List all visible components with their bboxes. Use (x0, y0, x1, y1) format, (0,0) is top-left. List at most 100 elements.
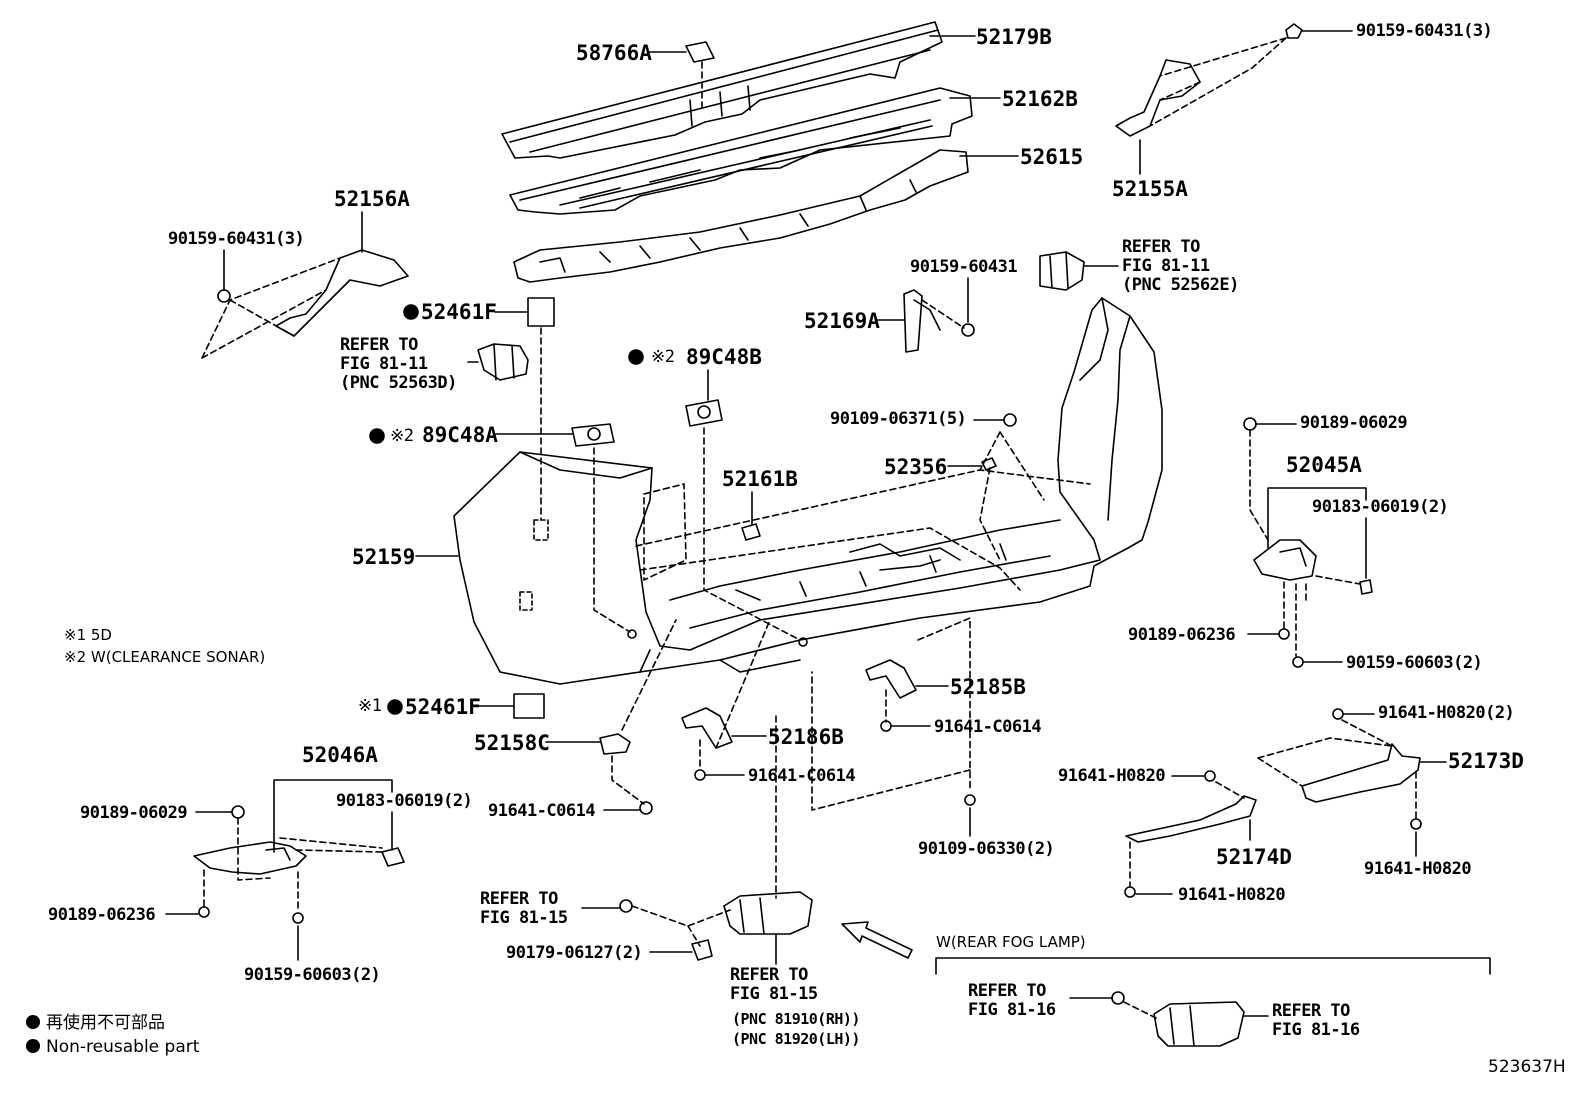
fastener-label: 90109-06371(5) (830, 409, 967, 429)
figure-id: 523637H (1488, 1057, 1566, 1077)
hole (519, 591, 533, 611)
leader (611, 619, 677, 805)
sensor-bracket-52563D-drawing (477, 343, 529, 381)
fastener-label: 90189-06236 (48, 905, 156, 925)
refer-to-label: REFER TO FIG 81-11 (PNC 52563D) (340, 335, 457, 393)
part-label: 52158C (474, 731, 550, 755)
fastener-label: 90159-60603(2) (1346, 653, 1483, 673)
leader (203, 869, 299, 911)
fastener-label: 90189-06029 (80, 803, 188, 823)
bolt (964, 794, 976, 806)
fastener-label: 90189-06029 (1300, 413, 1408, 433)
bolt (1332, 708, 1344, 720)
variant-note: ※2 W(CLEARANCE SONAR) (64, 648, 266, 666)
leader (811, 671, 971, 811)
nut (691, 939, 713, 961)
part-label: 52162B (1002, 87, 1078, 111)
leader (1267, 487, 1367, 549)
part-label: 52174D (1216, 845, 1292, 869)
dot-icon (26, 1039, 40, 1053)
leader (703, 427, 801, 641)
cover-52173D-drawing (1301, 743, 1421, 803)
bolt (694, 769, 706, 781)
retainer-52179B-drawing (501, 21, 943, 159)
bolt (1410, 818, 1422, 830)
leader (1149, 37, 1287, 127)
fastener-label: 91641-H0820 (1058, 766, 1166, 786)
dot-icon (26, 1015, 40, 1029)
marker-label: ※1 (358, 696, 382, 716)
hole (533, 519, 549, 541)
fastener-label: 91641-C0614 (748, 766, 856, 786)
fastener-label: 91641-C0614 (934, 717, 1042, 737)
nut (1359, 579, 1373, 595)
bolt (1204, 770, 1216, 782)
leader (631, 905, 731, 947)
sensor-89C48A-drawing (571, 423, 615, 447)
bolt (880, 720, 892, 732)
bracket-52158C-drawing (599, 733, 631, 755)
leader (237, 817, 271, 881)
fastener-label: 91641-C0614 (488, 801, 596, 821)
fastener-label: 91641-H0820 (1364, 859, 1472, 879)
screw (198, 906, 210, 918)
fastener-label: 90183-06019(2) (1312, 497, 1449, 517)
legend-text-en: Non-reusable part (46, 1037, 200, 1057)
legend-item: 再使用不可部品 (26, 1012, 165, 1034)
rear-fog-lamp-note: W(REAR FOG LAMP) (936, 933, 1086, 951)
bracket-52562E-drawing (1039, 251, 1085, 291)
clip-52161B-drawing (741, 523, 761, 541)
refer-to-label: REFER TO FIG 81-11 (PNC 52562E) (1122, 237, 1239, 295)
leader (1215, 781, 1245, 799)
screw (231, 805, 245, 819)
part-label: 58766A (576, 41, 652, 65)
absorber-52615-drawing (513, 149, 969, 283)
leader (593, 447, 631, 633)
non-reusable-marker (387, 699, 403, 715)
leader (201, 257, 341, 359)
bolt (1111, 991, 1125, 1005)
direction-arrow-icon (841, 921, 913, 959)
leader (935, 957, 1491, 975)
leader (979, 431, 1045, 501)
non-reusable-marker (369, 428, 385, 444)
hole (627, 629, 637, 639)
part-label: 52169A (804, 309, 880, 333)
non-reusable-marker (403, 304, 419, 320)
leader (1249, 429, 1269, 541)
reflector-lamp-drawing (723, 891, 813, 935)
leader (273, 779, 393, 853)
leader (715, 619, 777, 899)
screw (1278, 628, 1290, 640)
bolt (961, 323, 975, 337)
part-label: 52461F (405, 695, 481, 719)
clip-52461F-drawing (513, 693, 545, 719)
fastener-label: 90183-06019(2) (336, 791, 473, 811)
part-label: 52155A (1112, 177, 1188, 201)
refer-to-label: REFER TO FIG 81-15 (480, 889, 568, 928)
part-label: 89C48A (422, 423, 498, 447)
fastener-label: 90189-06236 (1128, 625, 1236, 645)
pad-58766A-drawing (685, 41, 715, 63)
bolt (1124, 886, 1136, 898)
leader (643, 483, 687, 581)
rear-fog-lamp-drawing (1153, 1001, 1245, 1047)
leader (921, 299, 965, 329)
bolt (619, 899, 633, 913)
fastener-label: 91641-H0820(2) (1378, 703, 1515, 723)
reinforcement-52162B-drawing (509, 87, 973, 215)
fastener-label: 90109-06330(2) (918, 839, 1055, 859)
leader (1257, 719, 1393, 787)
bumper-cover-52159-drawing (453, 297, 1163, 685)
leader (1123, 1001, 1157, 1019)
fastener-label: 90159-60431(3) (168, 229, 305, 249)
leader (1315, 575, 1361, 585)
sensor-89C48B-drawing (685, 399, 723, 427)
non-reusable-marker (628, 349, 644, 365)
part-label: 52185B (950, 675, 1026, 699)
screw (292, 912, 304, 924)
part-label: 52046A (302, 743, 378, 767)
bolt (1003, 413, 1017, 427)
part-label: 52173D (1448, 749, 1524, 773)
